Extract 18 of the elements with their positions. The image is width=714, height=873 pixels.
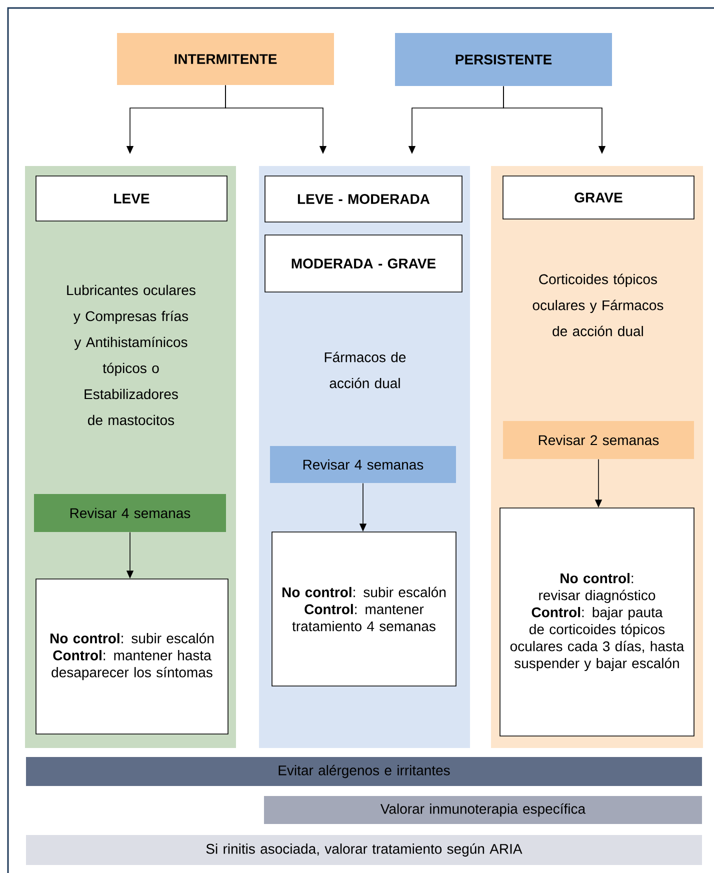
treatment-text: Corticoides tópicos oculares y Fármacos de acción dual bbox=[532, 274, 664, 336]
severity-box: LEVE bbox=[36, 176, 228, 222]
recommendation-bar: Si rinitis asociada, valorar tratamiento según ARIA bbox=[26, 835, 702, 865]
result-box: No control: revisar diagnóstico Control: bajar pauta de corticoides tópicos oculares cada 3 días, hasta suspender y bajar escalón bbox=[500, 508, 694, 736]
category-box: PERSISTENTE bbox=[395, 33, 612, 86]
treatment-text: Fármacos de acción dual bbox=[324, 352, 406, 388]
review-box: Revisar 4 semanas bbox=[270, 446, 456, 483]
result-box: No control: subir escalón Control: mantener tratamiento 4 semanas bbox=[272, 532, 456, 686]
severity-box: LEVE - MODERADA bbox=[264, 176, 462, 222]
recommendation-bar: Valorar inmunoterapia específica bbox=[264, 796, 702, 824]
treatment-text: Lubricantes oculares y Compresas frías y Antihistamínicos tópicos o Estabilizadores de mastocitos bbox=[67, 284, 196, 426]
severity-box: GRAVE bbox=[502, 176, 694, 220]
review-box: Revisar 2 semanas bbox=[503, 421, 694, 459]
category-box: INTERMITENTE bbox=[117, 33, 334, 85]
review-box: Revisar 4 semanas bbox=[34, 494, 226, 532]
result-box: No control: subir escalón Control: mantener hasta desaparecer los síntomas bbox=[36, 578, 228, 734]
severity-box: MODERADA - GRAVE bbox=[264, 234, 462, 292]
recommendation-bar: Evitar alérgenos e irritantes bbox=[26, 757, 702, 786]
